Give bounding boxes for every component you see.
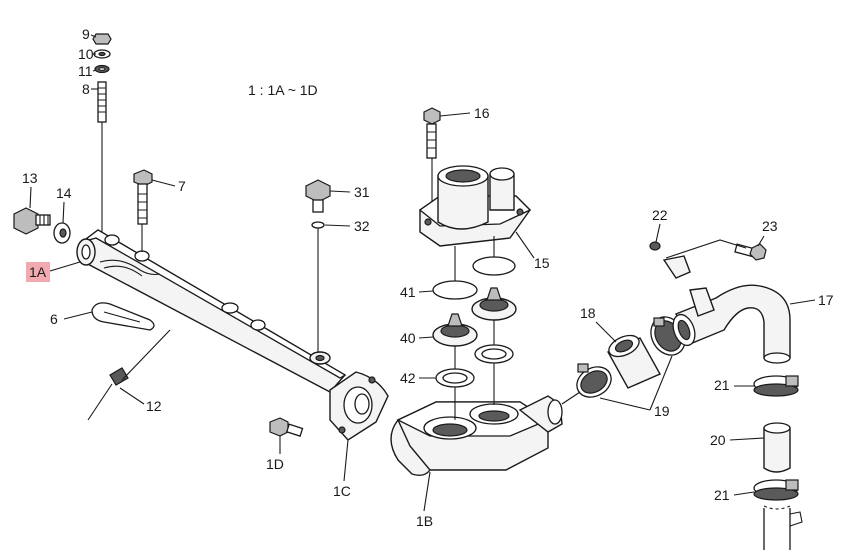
bolt-part-13[interactable] (13, 207, 51, 235)
callout-18: 18 (580, 305, 596, 321)
callout-12: 12 (146, 398, 162, 414)
callout-11: 11 (78, 63, 93, 79)
callout-1C: 1C (333, 483, 351, 499)
callout-14: 14 (56, 185, 72, 201)
nut-part-9[interactable] (92, 33, 112, 45)
gasket-part-41-left[interactable] (432, 280, 478, 300)
seal-part-42-left[interactable] (435, 368, 475, 388)
callout-20: 20 (710, 432, 726, 448)
gasket-part-41-right[interactable] (472, 256, 516, 276)
callout-9: 9 (82, 26, 90, 42)
thermostat-part-40-right[interactable] (471, 287, 517, 321)
bolt-part-16[interactable] (423, 107, 441, 159)
gasket-part-6[interactable] (91, 302, 155, 331)
callout-8: 8 (82, 81, 90, 97)
thermostat-part-40-left[interactable] (432, 313, 478, 347)
temperature-sensor-part-12[interactable] (87, 367, 129, 421)
washer-part-22[interactable] (649, 241, 661, 251)
callout-17: 17 (818, 292, 834, 308)
hose-clamp-part-21-upper[interactable] (753, 375, 799, 397)
hose-part-18[interactable] (606, 331, 661, 389)
hose-part-20[interactable] (763, 422, 791, 473)
callout-32: 32 (354, 218, 370, 234)
bracket-clip (662, 255, 691, 279)
callout-42: 42 (400, 370, 416, 386)
washer-part-14[interactable] (53, 222, 71, 244)
callout-10: 10 (78, 46, 94, 62)
stud-bolt-part-8[interactable] (97, 81, 107, 123)
manifold-pipe-part-1A[interactable] (76, 229, 347, 393)
diagram-caption: 1 : 1A ~ 1D (248, 82, 318, 98)
plug-bolt-part-31[interactable] (305, 179, 331, 213)
pipe-stub-lower (763, 505, 803, 550)
callout-15: 15 (534, 255, 550, 271)
lock-washer-part-11[interactable] (94, 64, 110, 74)
washer-part-10[interactable] (93, 49, 111, 59)
callout-7: 7 (178, 178, 186, 194)
bolt-part-1D[interactable] (269, 417, 304, 437)
callout-22: 22 (652, 207, 668, 223)
hose-clamp-part-21-lower[interactable] (753, 479, 799, 501)
flange-gasket-part-1C[interactable] (329, 371, 389, 441)
callout-21-upper: 21 (714, 377, 730, 393)
callout-21-lower: 21 (714, 487, 730, 503)
thermostat-housing-part-1B[interactable] (390, 395, 563, 477)
callout-16: 16 (474, 105, 490, 121)
callout-1A: 1A (29, 264, 47, 280)
elbow-pipe-part-17[interactable] (669, 284, 791, 364)
thermostat-cover-part-15[interactable] (418, 165, 532, 247)
callout-1B: 1B (416, 513, 433, 529)
callout-23: 23 (762, 218, 778, 234)
callout-13: 13 (22, 170, 38, 186)
seal-part-42-right[interactable] (474, 344, 514, 364)
callout-41: 41 (400, 284, 416, 300)
callout-1D: 1D (266, 456, 284, 472)
callout-6: 6 (50, 311, 58, 327)
hose-clamp-part-19-left[interactable] (571, 361, 616, 403)
callout-19: 19 (654, 403, 670, 419)
callout-40: 40 (400, 330, 416, 346)
highlight-box-1A (26, 262, 50, 282)
o-ring-part-32[interactable] (311, 221, 325, 229)
bolt-part-7[interactable] (133, 169, 153, 225)
bracket-bolt-part-23[interactable] (734, 243, 767, 261)
callout-31: 31 (354, 184, 370, 200)
